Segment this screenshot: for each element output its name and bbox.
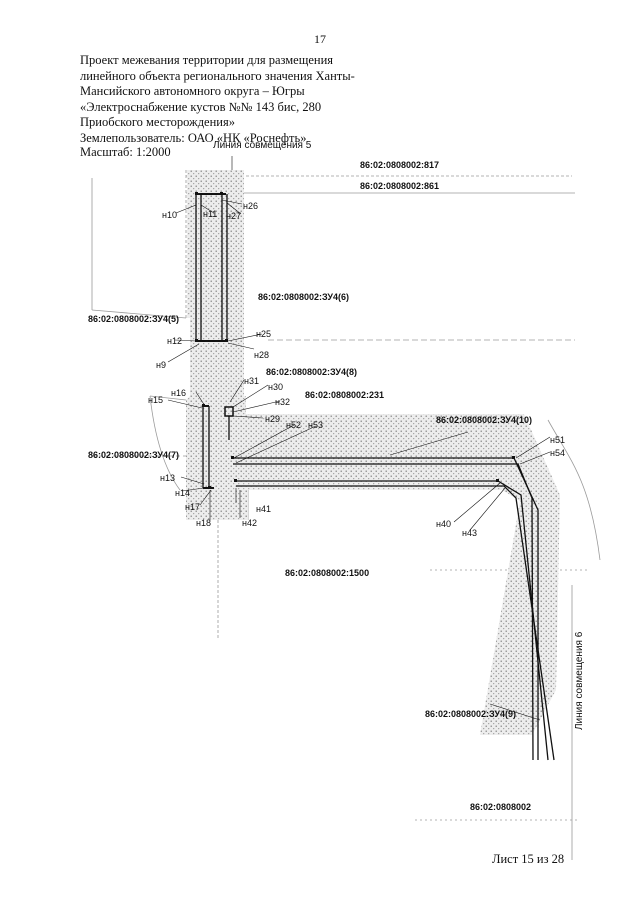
- cadastral-label-quarter: 86:02:0808002: [470, 802, 531, 812]
- cadastral-label-zu7: 86:02:0808002:ЗУ4(7): [88, 450, 179, 460]
- point-label: н52: [286, 420, 301, 430]
- point-label: н25: [256, 329, 271, 339]
- point-label: н31: [244, 376, 259, 386]
- cadastral-label-zu5: 86:02:0808002:ЗУ4(5): [88, 314, 179, 324]
- sheet-footer: Лист 15 из 28: [492, 852, 565, 866]
- point-label: н42: [242, 518, 257, 528]
- point-label: н15: [148, 395, 163, 405]
- boundary-point-markers: [195, 192, 515, 489]
- cadastral-label-1500: 86:02:0808002:1500: [285, 568, 369, 578]
- point-label: н18: [196, 518, 211, 528]
- cadastral-label-861: 86:02:0808002:861: [360, 181, 439, 191]
- corridor-hatch: [186, 170, 560, 735]
- point-label: н11: [203, 209, 217, 219]
- cadastral-label-zu8: 86:02:0808002:ЗУ4(8): [266, 367, 357, 377]
- cadastral-label-zu6: 86:02:0808002:ЗУ4(6): [258, 292, 349, 302]
- point-label: н53: [308, 420, 323, 430]
- match-line-5-label: Линия совмещения 5: [213, 140, 312, 151]
- cadastral-label-zu10: 86:02:0808002:ЗУ4(10): [436, 415, 532, 425]
- match-line-6-label: Линия совмещения 6: [574, 631, 585, 730]
- point-label: н12: [167, 336, 182, 346]
- point-label: н17: [185, 502, 200, 512]
- point-label: н28: [254, 350, 269, 360]
- header-line: «Электроснабжение кустов №№ 143 бис, 280: [80, 99, 322, 114]
- power-line-route: [195, 193, 555, 761]
- point-label: н30: [268, 382, 283, 392]
- point-label: н41: [256, 504, 271, 514]
- point-label: н26: [243, 201, 258, 211]
- point-label: н29: [265, 414, 280, 424]
- cadastral-label-zu9: 86:02:0808002:ЗУ4(9): [425, 709, 516, 719]
- cadastral-label-231: 86:02:0808002:231: [305, 390, 384, 400]
- point-label: н51: [550, 435, 565, 445]
- point-label: н32: [275, 397, 290, 407]
- point-label: н9: [156, 360, 166, 370]
- cadastral-label-817: 86:02:0808002:817: [360, 160, 439, 170]
- header-line: линейного объекта регионального значения…: [80, 68, 355, 83]
- document-header: Проект межевания территории для размещен…: [80, 53, 380, 146]
- header-line: Приобского месторождения»: [80, 115, 235, 129]
- scale-label: Масштаб: 1:2000: [80, 145, 171, 159]
- point-label: н43: [462, 528, 477, 538]
- header-line: Мансийского автономного округа – Югры: [80, 84, 305, 98]
- point-label: н16: [171, 388, 186, 398]
- header-line: Проект межевания территории для размещен…: [80, 53, 334, 67]
- point-label: н10: [162, 210, 177, 220]
- point-label: н13: [160, 473, 175, 483]
- page-number: 17: [314, 32, 326, 46]
- leader-lines: [167, 156, 551, 721]
- header-line: Землепользователь: ОАО «НК «Роснефть»: [80, 130, 307, 145]
- point-label: н14: [175, 488, 190, 498]
- point-label: н27: [226, 211, 241, 221]
- point-label: н40: [436, 519, 451, 529]
- point-label: н54: [550, 448, 565, 458]
